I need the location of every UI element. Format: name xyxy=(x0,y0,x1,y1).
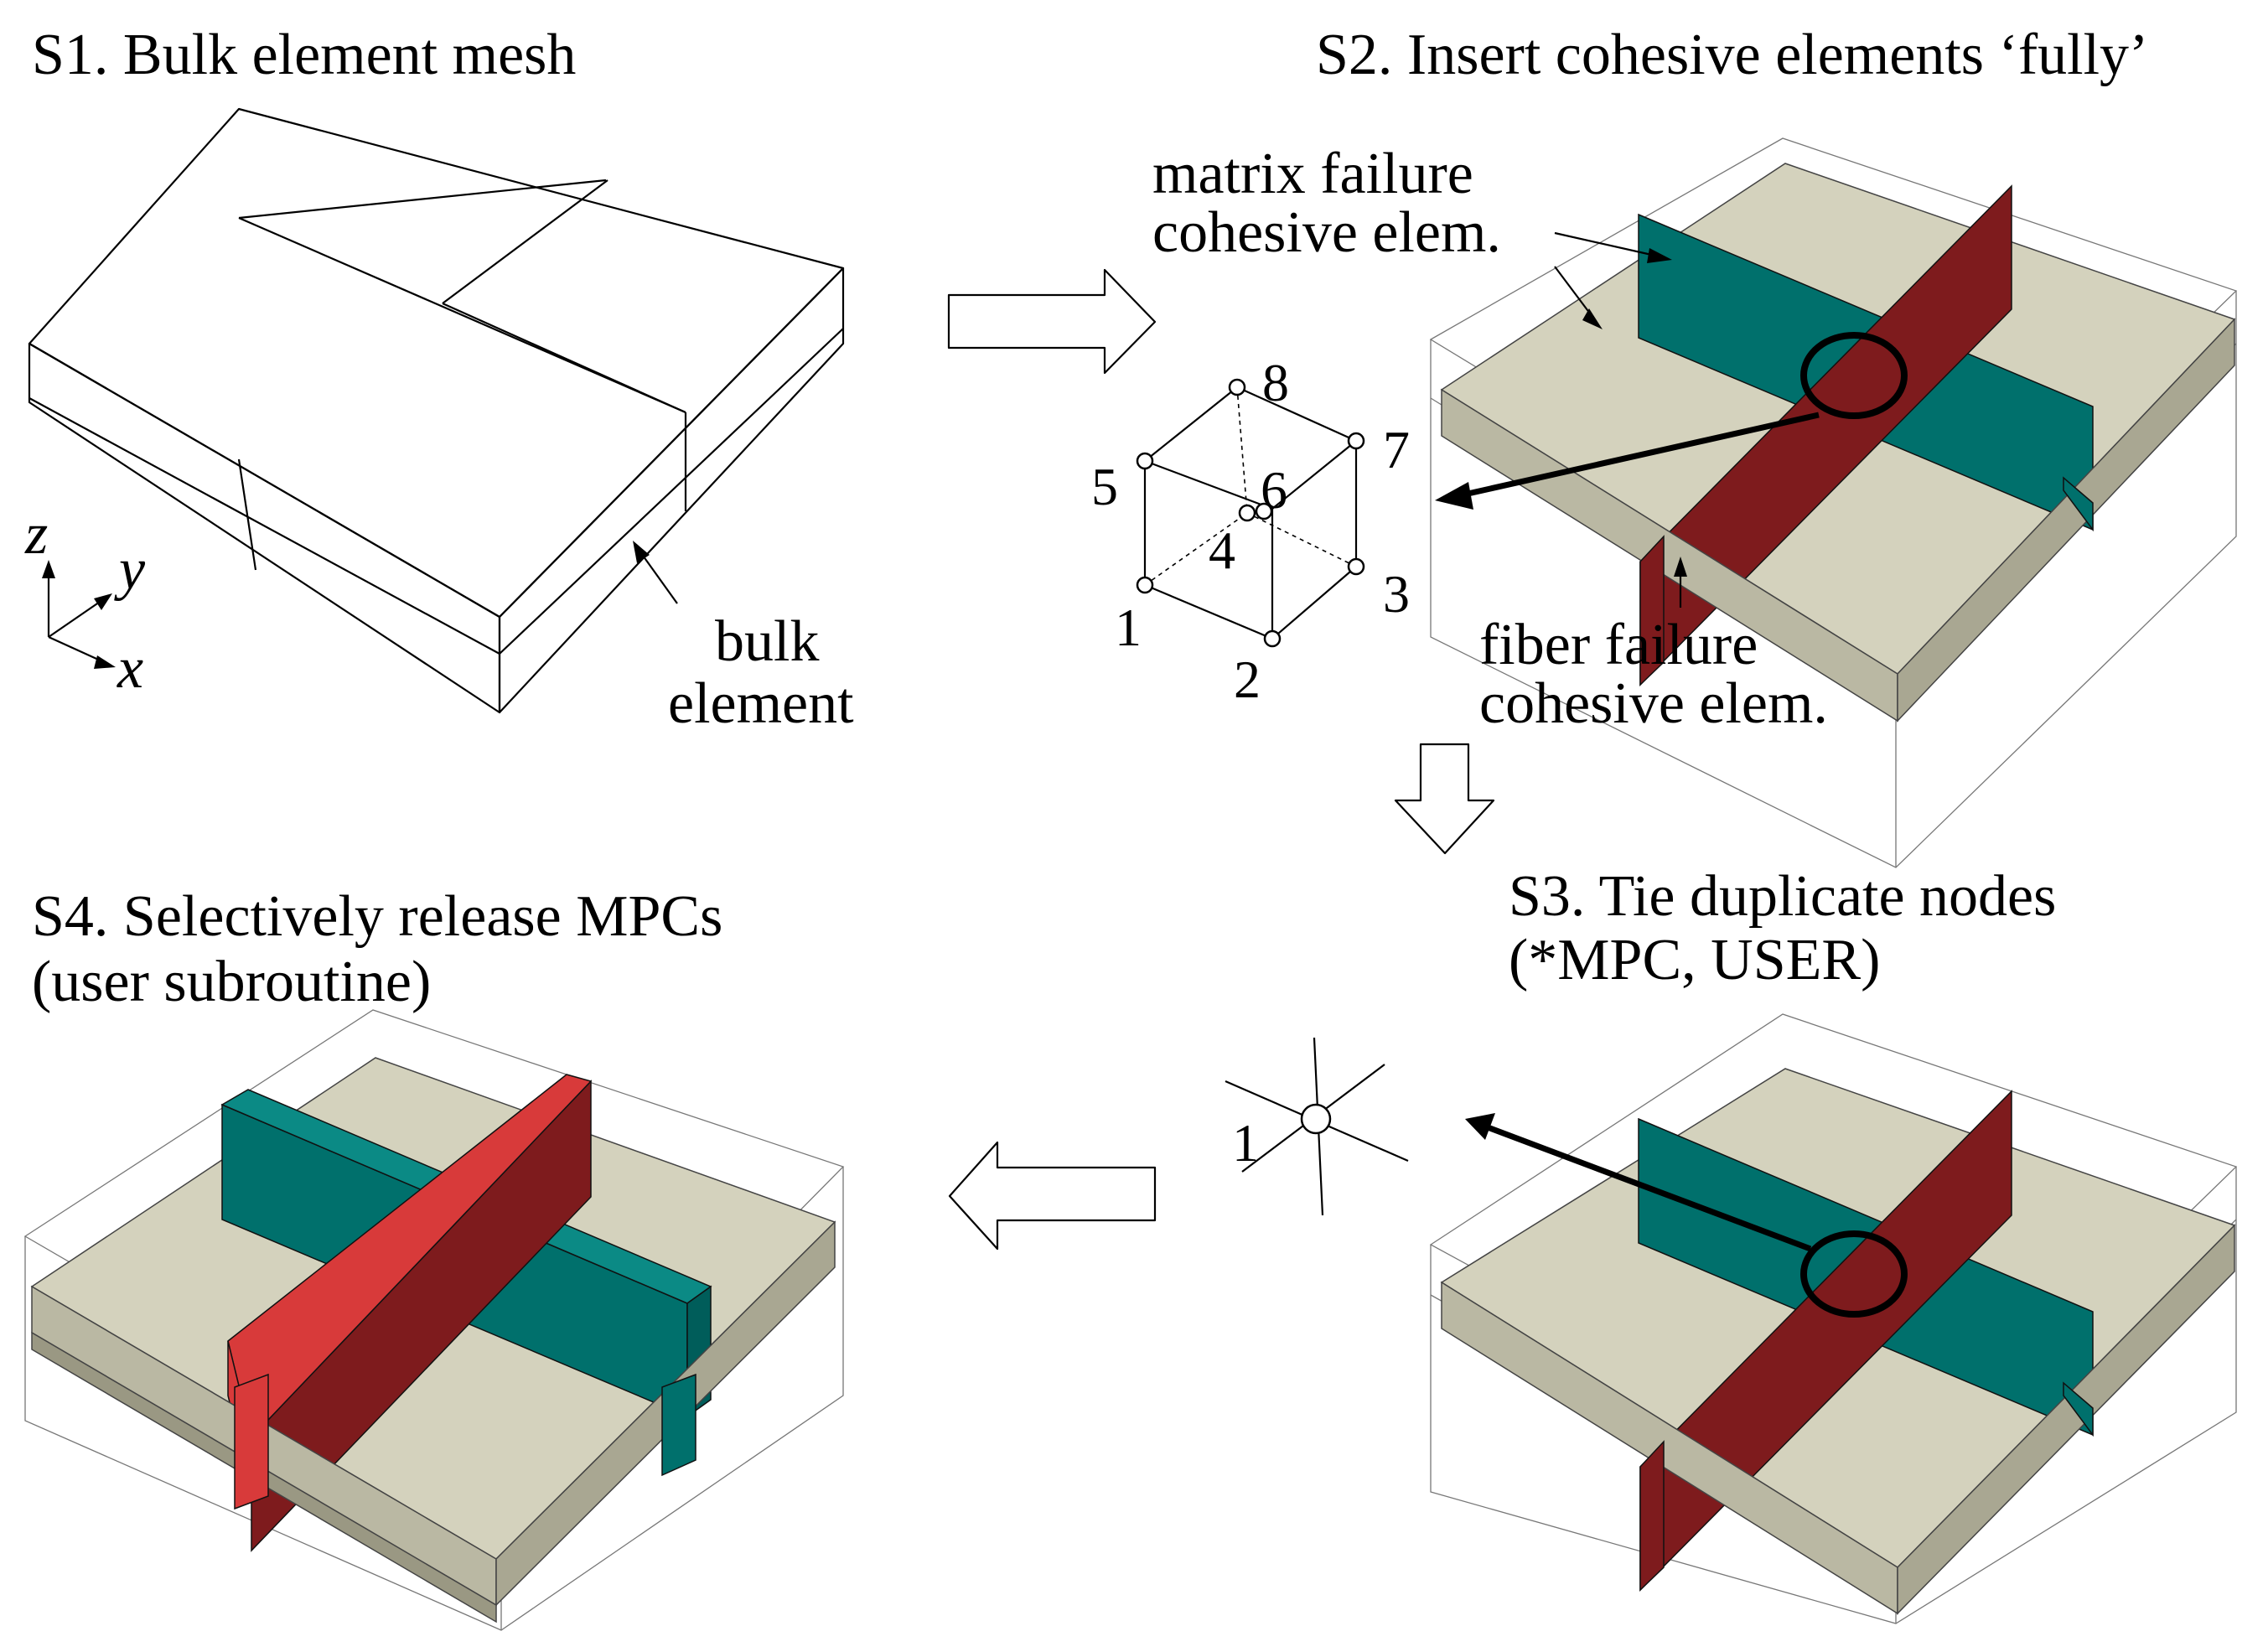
node-number-4: 4 xyxy=(1209,520,1235,580)
axis-x-label: x xyxy=(117,636,143,701)
s3-title-line1: S3. Tie duplicate nodes xyxy=(1509,864,2056,929)
tied-node-label: 1 xyxy=(1232,1113,1259,1173)
matrix-label-line2: cohesive elem. xyxy=(1152,200,1501,265)
s4-laminate xyxy=(23,1009,845,1631)
axis-y-label: y xyxy=(114,537,146,602)
node-number-1: 1 xyxy=(1115,598,1142,657)
matrix-label-line1: matrix failure xyxy=(1152,142,1473,206)
fiber-label-line2: cohesive elem. xyxy=(1479,671,1828,736)
s3-laminate xyxy=(1429,1013,2238,1624)
s3-panel: S3. Tie duplicate nodes (*MPC, USER) xyxy=(1225,864,2238,1624)
arrow-down-icon xyxy=(1394,743,1495,855)
fiber-cohesive-callout: fiber failure cohesive elem. xyxy=(1479,557,1828,736)
s2-panel: S2. Insert cohesive elements ‘fully’ xyxy=(1091,23,2238,868)
s4-panel: S4. Selectively release MPCs (user subro… xyxy=(23,884,845,1631)
tied-node-symbol: 1 xyxy=(1225,1037,1409,1216)
s2-laminate xyxy=(1429,137,2238,868)
axis-z-label: z xyxy=(24,502,48,567)
s3-detail-pointer xyxy=(1465,1113,1812,1252)
arrow-right-icon xyxy=(947,268,1157,375)
node-detail-diagram: 1 2 3 4 5 6 7 8 xyxy=(1091,353,1410,709)
node-number-3: 3 xyxy=(1383,564,1410,624)
bulk-label-line1: bulk xyxy=(715,609,819,674)
node-number-7: 7 xyxy=(1383,420,1410,479)
s1-title: S1. Bulk element mesh xyxy=(32,23,576,87)
bulk-label-line2: element xyxy=(668,671,854,736)
s1-panel: S1. Bulk element mesh z y x xyxy=(24,23,854,736)
fiber-label-line1: fiber failure xyxy=(1479,613,1758,677)
s4-title-line1: S4. Selectively release MPCs xyxy=(32,884,722,949)
node-number-5: 5 xyxy=(1091,457,1118,516)
s2-title: S2. Insert cohesive elements ‘fully’ xyxy=(1316,23,2148,87)
node-number-2: 2 xyxy=(1234,650,1261,709)
matrix-cohesive-callout: matrix failure cohesive elem. xyxy=(1152,142,1672,329)
node-number-6: 6 xyxy=(1261,460,1287,520)
s1-bulk-mesh xyxy=(28,107,845,714)
arrow-left-icon xyxy=(948,1141,1157,1251)
axis-triad: z y x xyxy=(24,502,146,701)
s4-title-line2: (user subroutine) xyxy=(32,950,431,1014)
s2-detail-pointer xyxy=(1435,412,1820,510)
s3-title-line2: (*MPC, USER) xyxy=(1509,928,1880,992)
node-number-8: 8 xyxy=(1262,353,1289,412)
bulk-element-callout: bulk element xyxy=(633,541,854,736)
